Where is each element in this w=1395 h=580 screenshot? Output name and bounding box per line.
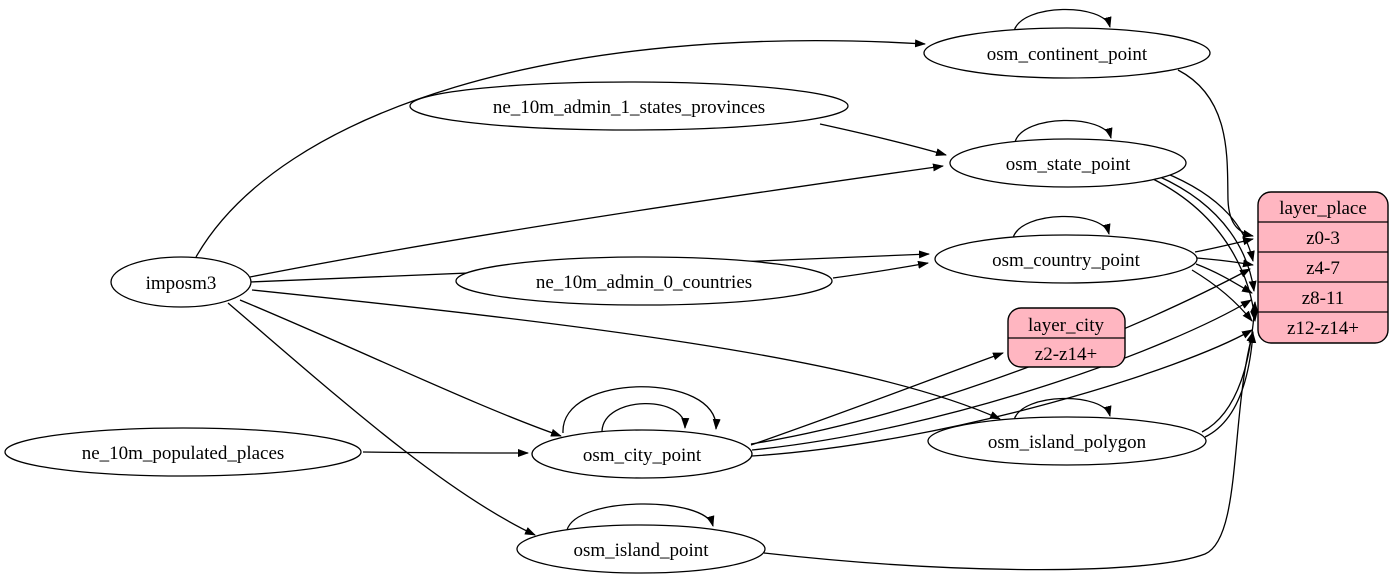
node-layer_city: layer_city z2-z14+ <box>1007 307 1126 368</box>
layer_city-row-z2-z14: z2-z14+ <box>1035 344 1097 365</box>
edge-osm_city_point-layer_city-z2-z14 <box>750 352 1004 446</box>
self-loop-osm_island_point <box>566 503 715 531</box>
edge-osm_continent_point-layer_place-z0-3 <box>1177 69 1254 238</box>
node-layer_place: layer_place z0-3 z4-7 z8-11 z12-z14+ <box>1257 191 1389 344</box>
self-loop-outer-osm_city_point <box>562 386 721 434</box>
node-ne_10m_populated_places-label: ne_10m_populated_places <box>82 443 285 464</box>
node-ne_10m_admin_1_states_provinces: ne_10m_admin_1_states_provinces <box>409 81 849 131</box>
edge-osm_country_point-layer_place-z8-11 <box>1195 263 1253 294</box>
node-ne_10m_admin_0_countries-label: ne_10m_admin_0_countries <box>536 272 752 293</box>
node-osm_state_point-shape <box>949 138 1187 188</box>
edge-osm_city_point-layer_place-z12-z14 <box>751 329 1253 457</box>
edge-group <box>195 8 1259 571</box>
edge-osm_city_point-layer_place-z8-11 <box>751 299 1252 451</box>
edge-imposm3-osm_continent_point <box>195 39 926 258</box>
node-osm_island_polygon-label: osm_island_polygon <box>988 432 1147 453</box>
self-loop-osm_country_point <box>1012 215 1111 239</box>
edge-osm_island_polygon-layer_place-z12-z14 <box>1204 332 1257 438</box>
node-osm_island_point-shape <box>516 524 766 574</box>
self-loop-inner-osm_city_point <box>601 403 690 432</box>
node-osm_continent_point: osm_continent_point <box>923 27 1211 79</box>
edge-ne_10m_admin_1_states_provinces-osm_state_point <box>819 123 947 157</box>
node-osm_city_point-label: osm_city_point <box>583 445 702 466</box>
node-ne_10m_admin_0_countries: ne_10m_admin_0_countries <box>455 256 833 306</box>
node-imposm3-label: imposm3 <box>146 273 217 294</box>
edge-ne_10m_populated_places-osm_city_point <box>362 448 529 457</box>
layer_place-title: layer_place <box>1279 198 1367 219</box>
edge-imposm3-osm_state_point <box>249 163 944 278</box>
layer_place-row-z12-z14: z12-z14+ <box>1287 318 1359 339</box>
edge-osm_state_point-layer_place-z8-11 <box>1157 175 1257 292</box>
edge-ne_10m_admin_0_countries-osm_country_point <box>832 260 929 279</box>
node-osm_continent_point-label: osm_continent_point <box>987 44 1148 65</box>
edge-osm_state_point-layer_place-z4-7 <box>1162 171 1255 262</box>
self-loop-osm_continent_point <box>1013 8 1112 32</box>
edge-imposm3-osm_island_point <box>227 302 536 536</box>
node-osm_island_polygon: osm_island_polygon <box>927 416 1207 466</box>
layer_place-row-z0-3: z0-3 <box>1306 228 1340 249</box>
edge-osm_country_point-layer_place-z4-7 <box>1196 257 1254 268</box>
node-ne_10m_admin_0_countries-shape <box>455 256 833 306</box>
node-osm_island_polygon-shape <box>927 416 1207 466</box>
node-osm_continent_point-shape <box>923 27 1211 79</box>
node-ne_10m_populated_places-shape <box>4 427 362 477</box>
self-loop-osm_state_point <box>1014 119 1113 143</box>
node-osm_country_point-label: osm_country_point <box>992 250 1140 271</box>
layer_place-row-z4-7: z4-7 <box>1306 258 1340 279</box>
node-osm_state_point: osm_state_point <box>949 138 1187 188</box>
node-imposm3-shape <box>110 256 252 308</box>
node-osm_island_point-label: osm_island_point <box>573 540 709 561</box>
edge-osm_country_point-layer_place-z12-z14 <box>1191 269 1253 322</box>
edge-imposm3-osm_city_point <box>239 299 562 437</box>
node-osm_country_point-shape <box>934 234 1198 284</box>
edge-osm_country_point-layer_place-z0-3 <box>1194 237 1254 253</box>
node-osm_city_point: osm_city_point <box>531 429 753 479</box>
node-ne_10m_admin_1_states_provinces-shape <box>409 81 849 131</box>
edge-imposm3-osm_island_polygon <box>251 289 1001 420</box>
edge-osm_city_point-layer_place-z4-7 <box>750 268 1251 445</box>
node-layer_place-shape <box>1257 191 1389 344</box>
edge-osm_island_point-layer_place-z12-z14 <box>763 331 1255 571</box>
node-ne_10m_populated_places: ne_10m_populated_places <box>4 427 362 477</box>
node-imposm3: imposm3 <box>110 256 252 308</box>
node-osm_island_point: osm_island_point <box>516 524 766 574</box>
node-osm_state_point-label: osm_state_point <box>1006 154 1131 175</box>
edge-osm_island_polygon-layer_place-z8-11 <box>1201 301 1259 433</box>
layer_place-row-z8-11: z8-11 <box>1302 288 1345 309</box>
node-ne_10m_admin_1_states_provinces-label: ne_10m_admin_1_states_provinces <box>493 97 765 118</box>
node-osm_country_point: osm_country_point <box>934 234 1198 284</box>
node-osm_city_point-shape <box>531 429 753 479</box>
layer_city-title: layer_city <box>1028 315 1104 336</box>
